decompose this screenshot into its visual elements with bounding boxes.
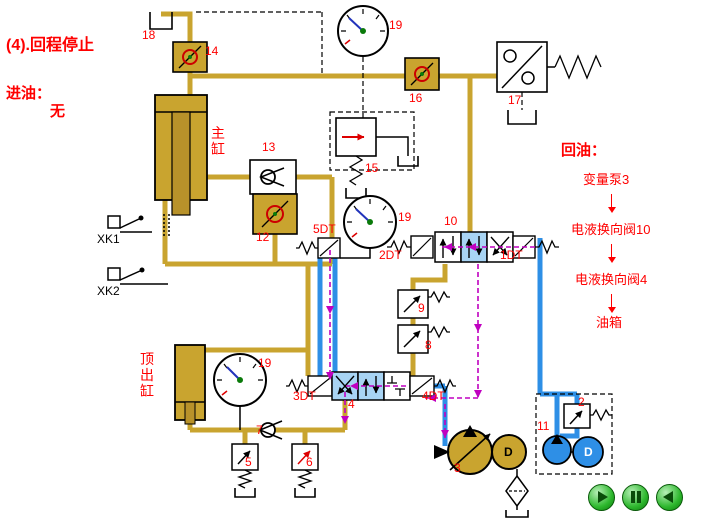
outlet-step-pump3: 变量泵3 [583,172,630,187]
check-valve-16 [404,57,440,91]
ejector-cylinder [174,344,206,425]
outlet-label: 回油： [561,142,607,159]
check-valve-7 [258,420,283,440]
gold-pipes [161,11,497,444]
pause-button[interactable] [622,484,649,511]
directional-valve-4 [307,371,435,401]
electric-motor-right [572,436,604,468]
relief-valve-5 [231,443,259,471]
main-cylinder-label: 主缸 [211,125,225,158]
label-19-bot: 19 [258,356,272,370]
relief-valve-15 [335,117,377,157]
relief-valve-2 [563,403,591,429]
pilot-valve-5dt [317,237,341,259]
pressure-gauge-19-top [337,5,389,57]
label-3: 3 [454,461,461,475]
check-valve-13 [249,159,297,195]
label-17: 17 [508,93,522,107]
filter [505,474,529,508]
label-2: 2 [578,395,585,409]
label-3dt: 3DT [293,389,316,403]
limit-switch-xk2 [107,267,145,281]
label-12: 12 [256,230,270,244]
outlet-step-tank: 油箱 [596,315,623,330]
pressure-relay-17 [496,41,548,93]
label-4: 4 [348,397,355,411]
label-9: 9 [418,301,425,315]
check-valve-12 [252,193,298,235]
label-11: 11 [537,419,550,433]
motor-left-letter: D [504,445,513,459]
label-19-mid: 19 [398,210,412,224]
pressure-valve-9 [397,289,429,319]
pressure-valve-8 [397,324,429,354]
label-16: 16 [409,91,423,105]
outlet-step-valve4: 电液换向阀4 [575,272,648,287]
play-button[interactable] [588,484,615,511]
flow-direction-lines [329,246,535,438]
pressure-gauge-19-bot [213,353,267,407]
electric-motor-left [491,434,527,470]
label-5dt: 5DT [313,222,336,236]
blue-pipes [317,238,580,446]
relief-valve-6 [291,443,319,471]
springs [236,54,612,489]
label-8: 8 [425,338,432,352]
flow-into-pump-arrow [434,445,450,459]
pause-icon [630,491,641,503]
label-2dt: 2DT [379,248,402,262]
inlet-label: 进油： [6,85,52,102]
flow-direction-arrowheads [326,243,482,438]
tank-symbols [149,12,537,518]
outlet-step-valve10: 电液换向阀10 [571,222,651,237]
back-icon [663,491,673,503]
pilot-lines [196,11,613,475]
label-18: 18 [142,28,156,42]
label-10: 10 [444,214,458,228]
label-14: 14 [205,44,219,58]
label-5: 5 [245,455,252,469]
label-4dt: 4DT [422,389,445,403]
flow-arrow-down-icon [607,294,616,313]
flow-arrow-down-icon [607,194,616,213]
label-1dt: 1DT [500,248,523,262]
check-valve-14 [172,41,208,73]
directional-valve-10 [410,231,536,263]
main-cylinder [154,94,208,216]
label-6: 6 [306,455,313,469]
label-15: 15 [365,161,379,175]
back-button[interactable] [656,484,683,511]
pump-11 [542,434,572,465]
ejector-cylinder-label: 顶出缸 [140,351,154,400]
xk1-label: XK1 [97,232,120,246]
inlet-value: 无 [50,103,66,120]
label-7: 7 [256,423,263,437]
label-19-top: 19 [389,18,403,32]
xk2-label: XK2 [97,284,120,298]
flow-arrow-down-icon [607,244,616,263]
pressure-gauge-19-mid [343,195,397,249]
motor-right-letter: D [584,445,593,459]
page-title: (4).回程停止 [6,37,95,54]
label-13: 13 [262,140,276,154]
limit-switch-xk1 [107,214,170,236]
play-icon [598,491,608,503]
variable-pump-3 [447,425,493,475]
